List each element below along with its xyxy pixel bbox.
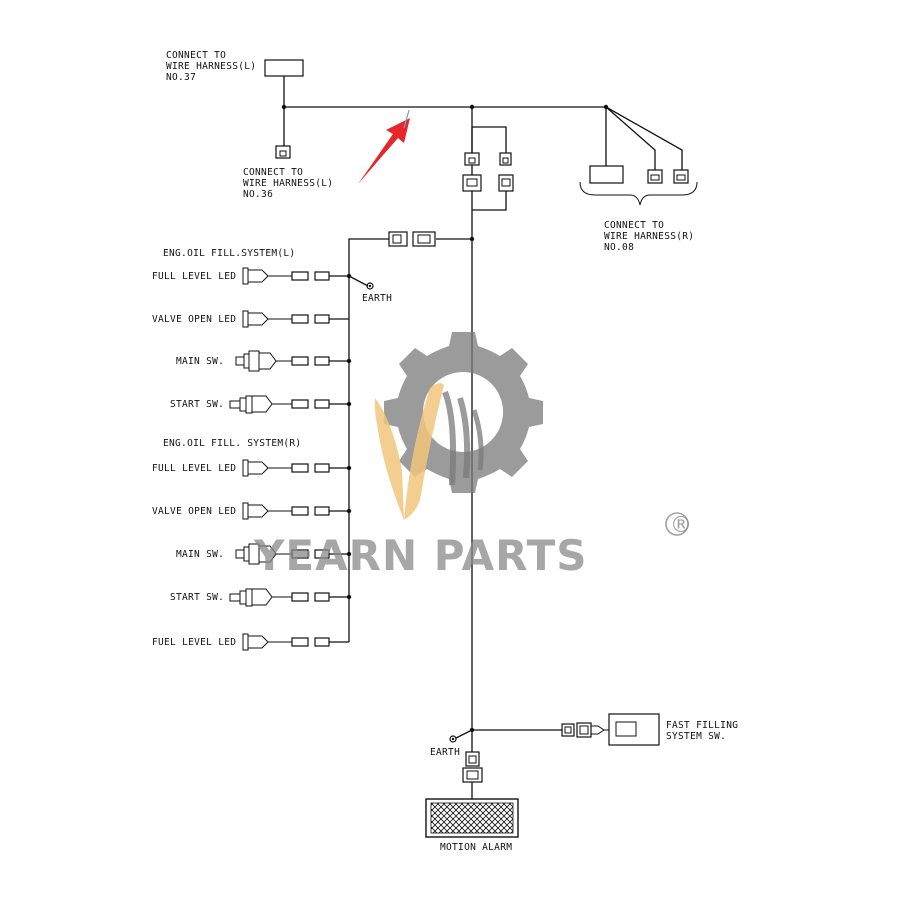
fast-filling-switch-box	[608, 713, 660, 746]
registered-mark: ®	[670, 513, 692, 538]
label-harness-l37-line1: CONNECT TO	[166, 50, 226, 61]
left-bus-wire	[348, 238, 389, 642]
group-right-title: ENG.OIL FILL. SYSTEM(R)	[163, 438, 301, 449]
group-right-item-start-sw: START SW.	[170, 592, 224, 603]
label-harness-l37-line2: WIRE HARNESS(L)	[166, 61, 256, 72]
fast-filling-label-line1: FAST FILLING	[666, 720, 738, 731]
led-component-icon	[242, 633, 292, 651]
brand-watermark-logo	[374, 332, 543, 520]
bus-link-connector-b	[412, 231, 436, 247]
led-component-icon	[242, 459, 292, 477]
fast-filling-label-line2: SYSTEM SW.	[666, 731, 726, 742]
label-harness-l36-line3: NO.36	[243, 189, 273, 200]
connector-harness-r08-main	[589, 165, 624, 184]
led-component-icon	[242, 502, 292, 520]
switch-component-icon	[235, 543, 292, 565]
motion-alarm-connector-upper	[465, 751, 480, 767]
earth-label-lower: EARTH	[430, 747, 460, 758]
group-left-title: ENG.OIL FILL.SYSTEM(L)	[163, 248, 295, 259]
led-component-icon	[242, 267, 292, 285]
earth-icon	[366, 282, 374, 290]
label-harness-r08-line1: CONNECT TO	[604, 220, 664, 231]
brace-harness-r08	[579, 181, 698, 206]
connector-harness-r08-b	[673, 169, 689, 184]
group-left-item-valve-open-led: VALVE OPEN LED	[152, 314, 236, 325]
label-harness-l37-line3: NO.37	[166, 72, 196, 83]
brand-watermark-text: YEARN PARTS	[253, 531, 588, 580]
motion-alarm-connector-lower	[462, 767, 483, 783]
switch-component-icon	[229, 395, 292, 414]
earth-label-upper: EARTH	[362, 293, 392, 304]
led-component-icon	[242, 310, 292, 328]
fast-filling-connector-b	[576, 722, 592, 738]
label-harness-r08-line2: WIRE HARNESS(R)	[604, 231, 694, 242]
connector-pair-b-upper	[499, 152, 512, 166]
earth-icon	[449, 735, 457, 743]
group-left-item-full-level-led: FULL LEVEL LED	[152, 271, 236, 282]
group-right-item-full-level-led: FULL LEVEL LED	[152, 463, 236, 474]
connector-pair-b-lower	[498, 174, 514, 192]
group-right-item-main-sw: MAIN SW.	[176, 549, 224, 560]
red-arrow-icon	[358, 109, 410, 184]
fast-filling-connector-a	[561, 723, 575, 737]
group-right-item-fuel-level-led: FUEL LEVEL LED	[152, 637, 236, 648]
connector-pair-a-lower	[462, 174, 482, 192]
group-left-item-main-sw: MAIN SW.	[176, 356, 224, 367]
connector-harness-r08-a	[647, 169, 663, 184]
motion-alarm-label: MOTION ALARM	[440, 842, 512, 853]
switch-component-icon	[235, 350, 292, 372]
label-harness-l36-line2: WIRE HARNESS(L)	[243, 178, 333, 189]
group-left-item-start-sw: START SW.	[170, 399, 224, 410]
switch-component-icon	[229, 588, 292, 607]
label-harness-r08-line3: NO.08	[604, 242, 634, 253]
bus-link-connector-a	[388, 231, 408, 247]
group-right-item-valve-open-led: VALVE OPEN LED	[152, 506, 236, 517]
connector-harness-l37	[264, 59, 304, 77]
label-harness-l36-line1: CONNECT TO	[243, 167, 303, 178]
registered-mark-icon	[665, 512, 689, 536]
